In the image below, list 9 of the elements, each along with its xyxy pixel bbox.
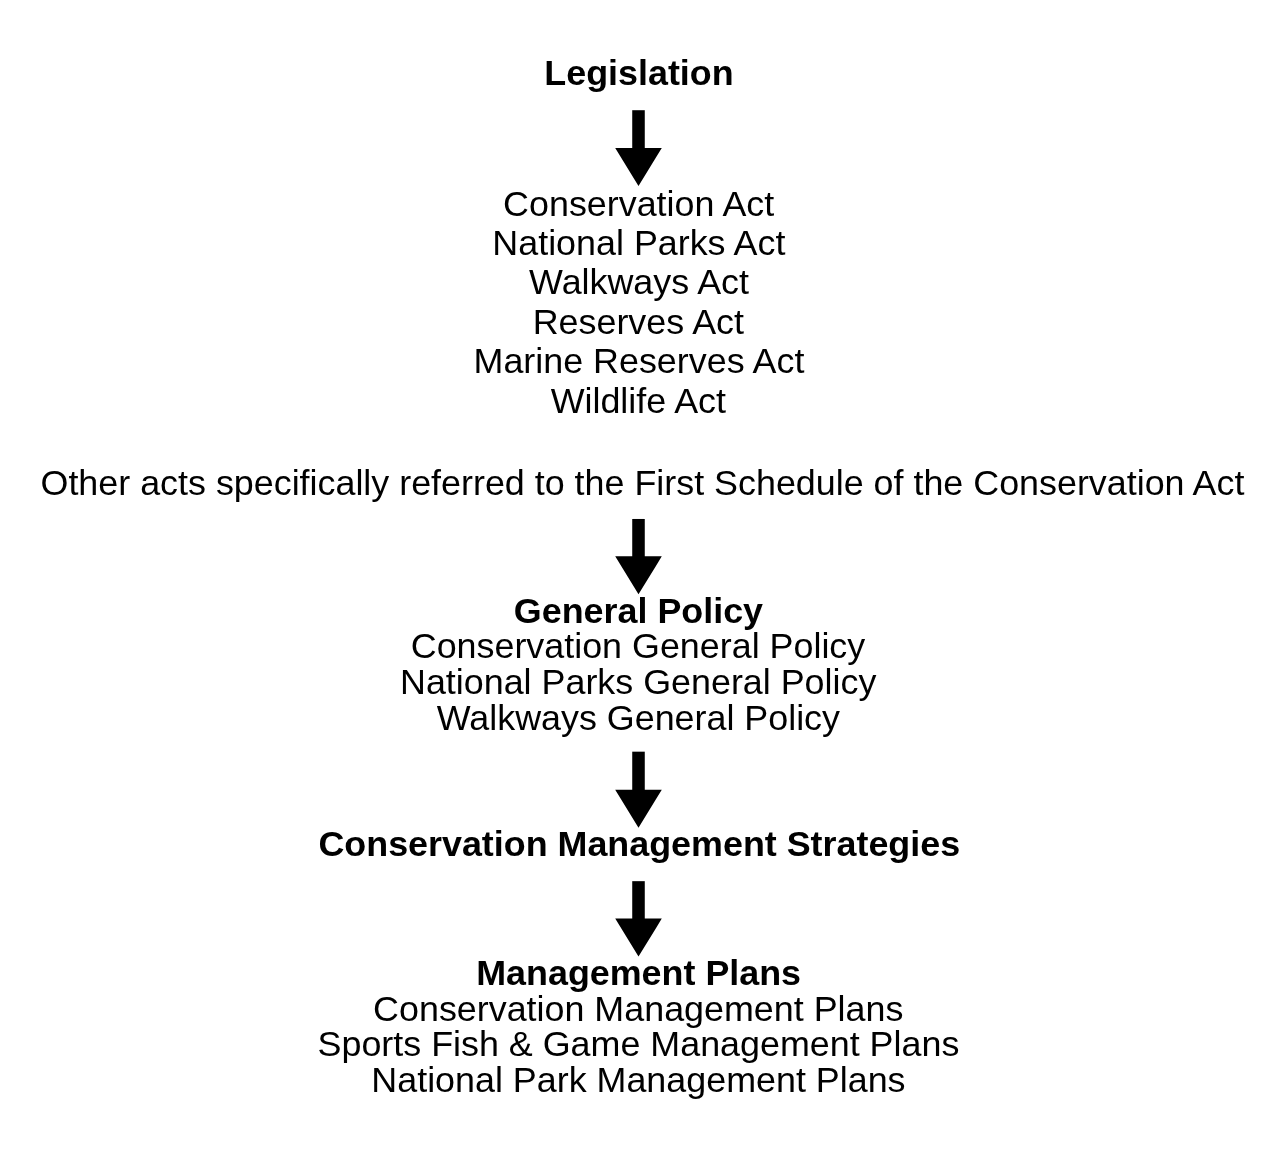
arrow <box>615 751 662 828</box>
node-text: Conservation Act National Parks Act Walkways Act Reserves Act Marine Reserves Act Wildlife Act Other acts specifically referred to the First Schedule of the Conservation Act <box>40 183 1245 504</box>
node-text: Management Plans Conservation Management Plans Sports Fish & Game Management Plans National Park Management Plans <box>317 952 960 1101</box>
node-text: Legislation <box>544 52 734 93</box>
node-text: Conservation Management Strategies <box>318 823 961 864</box>
arrow <box>615 110 662 186</box>
node-text: General Policy Conservation General Policy National Parks General Policy Walkways General Policy <box>400 590 877 739</box>
arrow <box>615 881 662 957</box>
arrow <box>615 518 662 595</box>
